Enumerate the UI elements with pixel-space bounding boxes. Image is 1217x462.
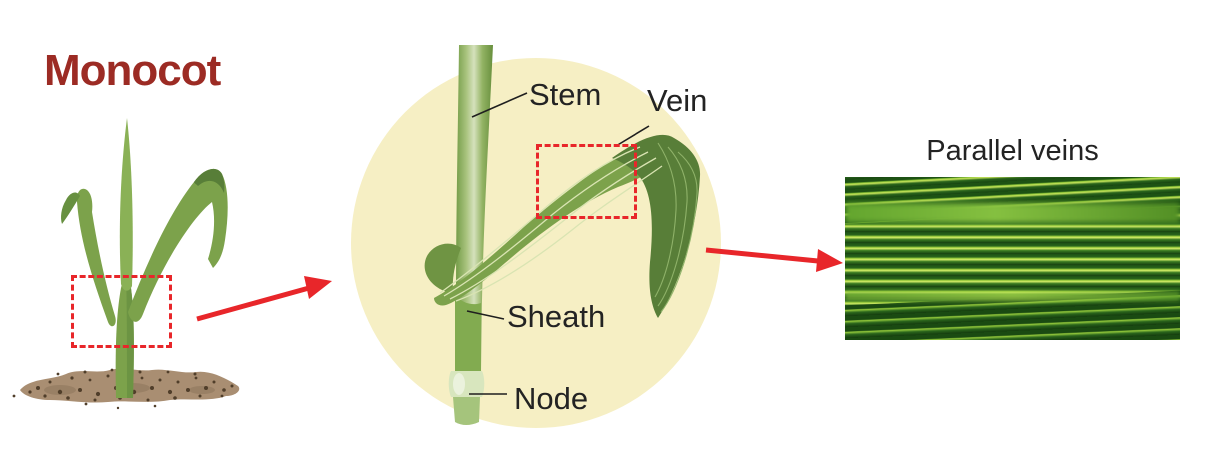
soil-speckles: [12, 368, 234, 410]
detail-highlight-box: [536, 144, 637, 219]
node-label: Node: [514, 381, 589, 416]
leaf-blade-graphic: [434, 141, 673, 306]
vein-leader-line: [615, 125, 650, 147]
overview-highlight-box: [71, 275, 172, 348]
seedling-illustration: [12, 118, 240, 410]
seedling-left-leaf: [76, 188, 116, 327]
sheath-graphic: [424, 243, 461, 294]
zoom-arrow-right: [705, 247, 843, 272]
stem-label: Stem: [529, 77, 602, 112]
parallel-veins-photo: [845, 177, 1180, 340]
magnified-stem-illustration: [424, 45, 701, 425]
seedling-plant: [61, 118, 228, 398]
sheath-leader-line: [466, 310, 505, 320]
sheath-label: Sheath: [507, 299, 606, 334]
zoom-arrow-left: [196, 276, 332, 322]
parallel-veins-label: Parallel veins: [926, 135, 1099, 167]
vein-label: Vein: [647, 83, 708, 118]
monocot-title: Monocot: [44, 46, 221, 95]
leaf-droop-vein-lines: [654, 142, 698, 313]
stem-leader-line: [471, 92, 528, 118]
photo-blur-band-2: [845, 291, 1180, 301]
zoom-arrows: [196, 247, 843, 322]
leader-lines: [466, 92, 650, 395]
photo-blur-band: [845, 203, 1180, 223]
seedling-center-leaf: [119, 118, 133, 291]
leaf-droop-graphic: [612, 134, 701, 318]
seedling-right-leaf: [128, 168, 228, 322]
